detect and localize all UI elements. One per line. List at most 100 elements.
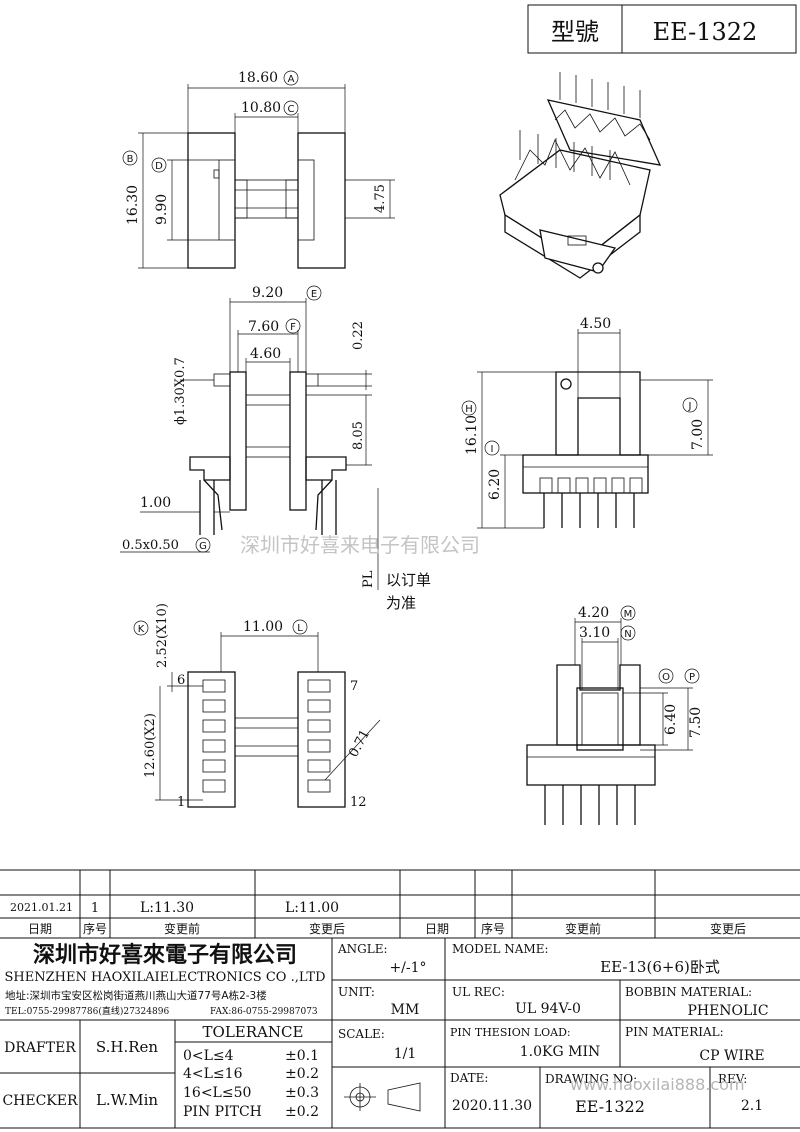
- dim-18-60: 18.60: [238, 70, 278, 86]
- dim-4-20: 4.20: [578, 605, 609, 621]
- bobbin-label: BOBBIN MATERIAL:: [625, 985, 752, 999]
- rev-header-no-2: 序号: [481, 921, 505, 936]
- pin-7-label: 7: [350, 679, 358, 694]
- date-label: DATE:: [450, 1071, 488, 1085]
- rev-label: REV:: [718, 1072, 747, 1086]
- projection-symbol-icon: [344, 1082, 421, 1112]
- dim-7-50: 7.50: [688, 707, 704, 738]
- angle-label: ANGLE:: [337, 942, 388, 956]
- dim-2-52: 2.52(X10): [155, 603, 170, 668]
- model-title-box: 型號 EE-1322: [527, 4, 797, 54]
- dim-10-80: 10.80: [241, 100, 281, 116]
- tolerance-value-2: ±0.2: [285, 1066, 319, 1082]
- circle-label-m: M: [624, 609, 633, 620]
- tolerance-value-3: ±0.3: [285, 1085, 319, 1101]
- model-name-label: MODEL NAME:: [452, 942, 549, 956]
- company-address: 地址:深圳市宝安区松岗街道燕川燕山大道77号A栋2-3楼: [5, 989, 267, 1002]
- rev-header-after-1: 变更后: [309, 921, 345, 936]
- company-fax: FAX:86-0755-29987073: [210, 1007, 318, 1017]
- company-tel: TEL:0755-29987786(直线)27324896: [5, 1005, 169, 1017]
- rev-header-date-2: 日期: [425, 922, 449, 936]
- ul-label: UL REC:: [452, 985, 505, 999]
- revision-table: 2021.01.21 1 L:11.30 L:11.00 日期 序号 变更前 变…: [0, 869, 800, 938]
- load-label: PIN THESION LOAD:: [450, 1026, 571, 1039]
- order-note-1: 以订单: [386, 571, 431, 589]
- top-view: 18.60 A 10.80 C 16.30 B 9.90 D 4.75: [122, 70, 395, 269]
- circle-label-n: N: [624, 629, 631, 640]
- drafter-value: S.H.Ren: [96, 1038, 159, 1056]
- circle-label-e: E: [311, 289, 317, 300]
- circle-label-l: L: [297, 623, 303, 634]
- rev-after: L:11.00: [285, 900, 339, 916]
- back-view: 4.20 M 3.10 N 6.40 O 7.50 P: [526, 605, 704, 825]
- drawing-no-value: EE-1322: [575, 1097, 645, 1116]
- bobbin-value: PHENOLIC: [687, 1003, 768, 1019]
- date-value: 2020.11.30: [452, 1098, 532, 1114]
- order-note-2: 为准: [386, 594, 416, 612]
- circle-label-c: C: [288, 104, 295, 115]
- dim-phi: ϕ1.30X0.7: [173, 357, 188, 425]
- tolerance-range-2: 4<L≤16: [183, 1066, 243, 1082]
- tolerance-title: TOLERANCE: [203, 1023, 304, 1041]
- dim-16-10: 16.10: [464, 415, 480, 455]
- pin-1-label: 1: [177, 795, 185, 810]
- circle-label-k: K: [138, 624, 145, 635]
- rev-header-after-2: 变更后: [710, 921, 746, 936]
- pin-material-value: CP WIRE: [699, 1048, 764, 1064]
- rev-header-before-2: 变更前: [565, 921, 601, 936]
- watermark: 深圳市好喜来电子有限公司: [240, 533, 480, 557]
- model-value: EE-1322: [653, 18, 758, 46]
- rev-before: L:11.30: [140, 900, 194, 916]
- dim-8-05: 8.05: [351, 421, 366, 450]
- title-block: 深圳市好喜來電子有限公司 SHENZHEN HAOXILAIELECTRONIC…: [0, 937, 800, 1129]
- bottom-view: 6 7 1 12 11.00 L 2.52(X10) K 12.60(X2) 0…: [133, 603, 381, 810]
- company-name-cn: 深圳市好喜來電子有限公司: [33, 942, 297, 968]
- angle-value: +/-1°: [389, 960, 426, 976]
- front-view: 9.20 E 7.60 F 4.60 0.22 8.05 ϕ1.30X0.7 1…: [120, 285, 431, 612]
- unit-value: MM: [391, 1002, 420, 1018]
- pl-label: PL: [361, 570, 376, 588]
- circle-label-f: F: [290, 322, 296, 333]
- dim-6-40: 6.40: [663, 704, 679, 735]
- model-label: 型號: [551, 18, 599, 46]
- dim-0-22: 0.22: [351, 321, 366, 350]
- circle-label-b: B: [127, 154, 134, 165]
- side-view: 4.50 16.10 H 6.20 I 7.00 J: [461, 316, 713, 529]
- drafter-label: DRAFTER: [4, 1040, 76, 1056]
- rev-no: 1: [91, 901, 99, 916]
- circle-label-d: D: [155, 161, 163, 172]
- circle-label-g: G: [199, 541, 207, 552]
- load-value: 1.0KG MIN: [520, 1044, 600, 1060]
- tolerance-value-4: ±0.2: [285, 1104, 319, 1120]
- checker-value: L.W.Min: [96, 1091, 158, 1109]
- circle-label-h: H: [465, 404, 473, 415]
- dim-0-5x0-50: 0.5x0.50: [122, 538, 179, 553]
- company-name-en: SHENZHEN HAOXILAIELECTRONICS CO .,LTD: [4, 970, 325, 985]
- dim-1-00: 1.00: [140, 495, 171, 511]
- ul-value: UL 94V-0: [515, 1001, 581, 1017]
- pin-12-label: 12: [350, 795, 367, 810]
- circle-label-j: J: [688, 401, 692, 412]
- rev-date: 2021.01.21: [10, 901, 73, 914]
- dim-11-00: 11.00: [243, 619, 283, 635]
- dim-6-20: 6.20: [487, 469, 503, 500]
- tolerance-range-4: PIN PITCH: [183, 1104, 262, 1120]
- drawing-no-label: DRAWING NO:: [545, 1072, 637, 1086]
- circle-label-p: P: [689, 672, 695, 683]
- dim-16-30: 16.30: [125, 185, 141, 225]
- dim-9-90: 9.90: [154, 194, 170, 225]
- circle-label-o: O: [662, 672, 670, 683]
- circle-label-i: I: [491, 444, 494, 455]
- pin-6-label: 6: [177, 673, 185, 688]
- circle-label-a: A: [288, 74, 295, 85]
- dim-7-00: 7.00: [690, 419, 706, 450]
- dim-9-20: 9.20: [252, 285, 283, 301]
- tolerance-range-3: 16<L≤50: [183, 1085, 251, 1101]
- dim-3-10: 3.10: [579, 625, 610, 641]
- dim-4-50: 4.50: [580, 316, 611, 332]
- rev-header-no-1: 序号: [83, 921, 107, 936]
- scale-label: SCALE:: [338, 1027, 385, 1041]
- rev-value: 2.1: [741, 1098, 763, 1114]
- tolerance-value-1: ±0.1: [285, 1048, 319, 1064]
